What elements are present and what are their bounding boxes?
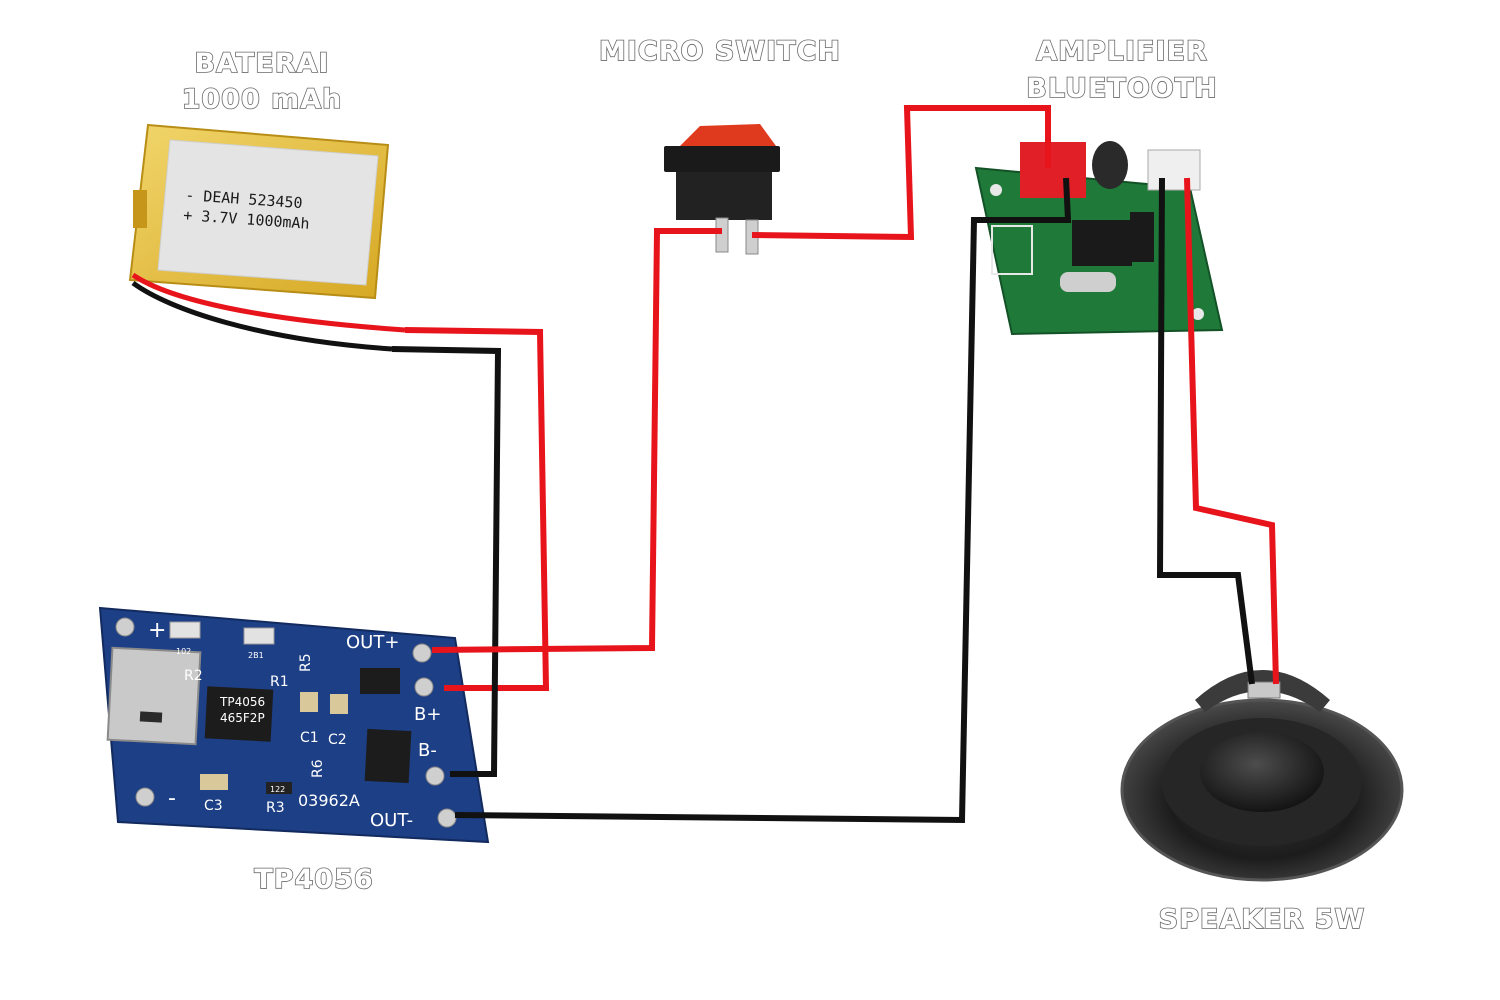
mosfet-chip bbox=[360, 668, 400, 694]
wire-battery-lead-black bbox=[131, 280, 393, 352]
smd-marking-1: 102 bbox=[176, 647, 191, 656]
amplifier-label-line1: AMPLIFIER bbox=[1036, 36, 1208, 67]
bluetooth-antenna bbox=[991, 225, 1033, 275]
silk-c1: C1 bbox=[300, 730, 319, 746]
pad-b-minus bbox=[425, 766, 445, 786]
silk-b-minus: B- bbox=[418, 740, 437, 761]
pad-b-plus bbox=[414, 677, 434, 697]
crystal bbox=[1060, 272, 1116, 292]
wire-switch-to-amplifier bbox=[751, 105, 1051, 241]
smd-marking-2: 2B1 bbox=[248, 651, 264, 660]
silk-c2: C2 bbox=[328, 732, 347, 748]
amplifier-board bbox=[974, 141, 1224, 336]
switch-label: MICRO SWITCH bbox=[599, 36, 841, 67]
silk-board-code: 03962A bbox=[298, 791, 360, 810]
switch-terminal-left bbox=[715, 217, 729, 253]
chip-code: 465F2P bbox=[220, 711, 265, 725]
protection-chip bbox=[364, 728, 412, 784]
silk-c3: C3 bbox=[204, 798, 223, 814]
silk-plus: + bbox=[148, 618, 166, 643]
silk-b-plus: B+ bbox=[414, 704, 441, 725]
wires bbox=[131, 105, 1279, 824]
speaker-label: SPEAKER 5W bbox=[1159, 904, 1366, 935]
silk-r2: R2 bbox=[184, 668, 203, 684]
battery-label-line2: 1000 mAh bbox=[182, 84, 343, 115]
silk-r1: R1 bbox=[270, 674, 289, 690]
smd-marking-3: 122 bbox=[270, 785, 285, 794]
switch-body bbox=[676, 172, 772, 220]
wire-outplus-to-switch bbox=[431, 228, 722, 653]
silk-r3: R3 bbox=[266, 800, 285, 816]
silk-out-minus: OUT- bbox=[370, 810, 413, 831]
tp4056-chip bbox=[204, 686, 274, 742]
amplifier-chip bbox=[1072, 220, 1132, 266]
pad-minus bbox=[135, 787, 155, 807]
led-blue bbox=[243, 627, 275, 645]
power-connector bbox=[1020, 142, 1086, 198]
capacitor bbox=[1092, 141, 1128, 189]
wire-battery-to-bplus bbox=[404, 327, 550, 691]
wire-amplifier-to-speaker-black bbox=[1156, 177, 1255, 685]
silk-r5: R5 bbox=[298, 653, 314, 672]
charger-board: TP4056 465F2P + - OUT+ B+ B- OUT- R2 R1 … bbox=[98, 606, 490, 844]
speaker-connector bbox=[1147, 149, 1201, 191]
wire-amplifier-to-speaker-red bbox=[1184, 177, 1279, 685]
wire-outminus-to-amplifier bbox=[454, 177, 1072, 824]
pad-out-minus bbox=[437, 808, 457, 828]
battery-label-line1: BATERAI bbox=[195, 48, 330, 79]
speaker bbox=[1120, 670, 1404, 882]
chip-label: TP4056 bbox=[219, 695, 265, 709]
amplifier-label-line2: BLUETOOTH bbox=[1026, 73, 1218, 104]
speaker-dome bbox=[1200, 732, 1324, 812]
charger-label: TP4056 bbox=[254, 864, 373, 895]
pad-out-plus bbox=[412, 643, 432, 663]
speaker-terminal bbox=[1247, 681, 1281, 699]
wire-battery-lead-red bbox=[131, 272, 406, 333]
battery-protection-circuit bbox=[133, 190, 147, 228]
silk-minus: - bbox=[168, 786, 176, 811]
silk-out-plus: OUT+ bbox=[346, 632, 399, 653]
wire-battery-to-bminus bbox=[391, 346, 502, 777]
micro-usb-port bbox=[106, 646, 202, 746]
led-red bbox=[169, 621, 201, 639]
battery: - DEAH 523450 + 3.7V 1000mAh bbox=[128, 123, 390, 300]
micro-switch bbox=[664, 124, 780, 255]
pad-plus bbox=[115, 617, 135, 637]
silk-r6: R6 bbox=[310, 759, 326, 778]
